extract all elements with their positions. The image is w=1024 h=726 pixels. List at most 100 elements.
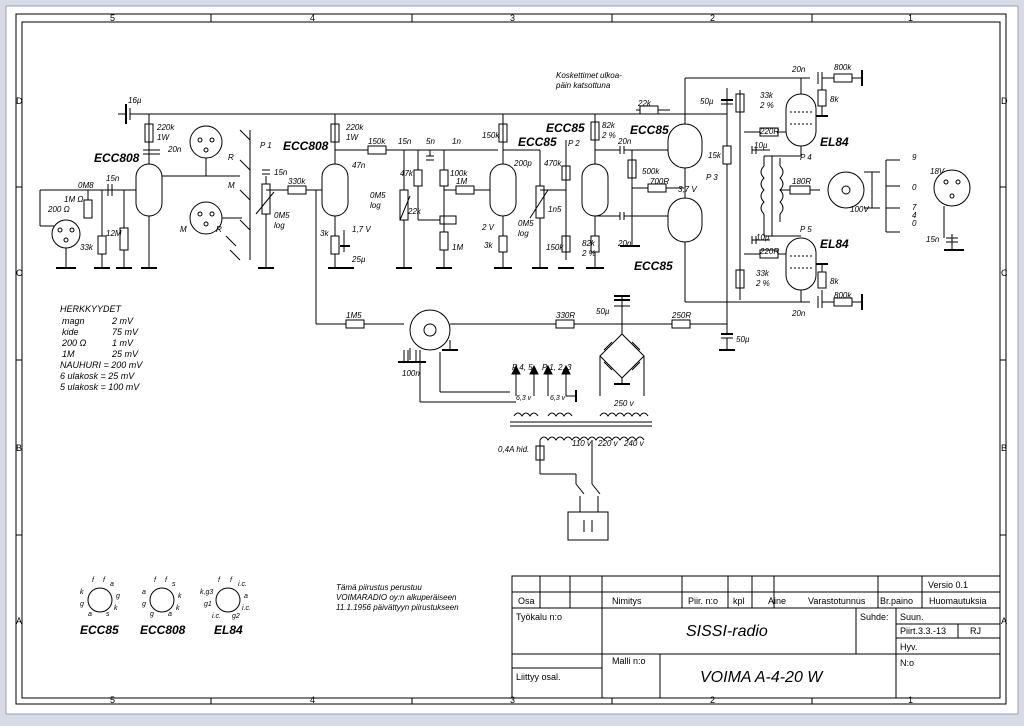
label-r220k-b: 220k [345,123,364,132]
label-v18: 18V [930,167,945,176]
col-bottom-4: 4 [310,695,315,705]
label-c200p: 200p [513,159,532,168]
row-right-b: B [1001,443,1007,453]
title-head-row: Osa Nimitys Piir. n:o kpl Aine Varastotu… [518,596,987,606]
label-r150k-c: 150k [546,243,564,252]
label-pct2-bot: 2 % [755,279,770,288]
label-p1: P 1 [260,141,272,150]
row-right-d: D [1001,96,1008,106]
pin-el84-3: i.c. [238,581,247,588]
pin-ecc808-5: k [178,593,182,600]
label-r22k-b: 22k [637,99,652,108]
label-r470k: 470k [544,159,562,168]
label-r15k: 15k [708,151,722,160]
label-r2: R [216,225,222,234]
label-fuse: 0,4A hid. [498,445,529,454]
col-bottom-2: 2 [710,695,715,705]
row-left-d: D [16,96,23,106]
title-product: SISSI-radio [686,623,768,640]
label-c15n-b: 15n [398,137,412,146]
pin-el84-4: k,g3 [200,589,213,596]
head-kpl: kpl [733,596,745,606]
title-piirt: Piirt.3.3.-13 [900,626,946,636]
label-r150k-b: 150k [482,131,500,140]
label-r0m5-a: 0M5 [274,211,290,220]
label-v250: 250 v [613,399,635,408]
label-c50u-c: 50µ [736,335,750,344]
pinout-ecc85-name: ECC85 [80,623,119,637]
label-c15n-out: 15n [926,235,940,244]
title-tool: Työkalu n:o [516,612,562,622]
col-bottom-3: 3 [510,695,515,705]
col-top-5: 5 [110,13,115,23]
label-el84-bot: EL84 [820,237,849,251]
label-c16u: 16µ [128,96,142,105]
label-v37: 3,7 V [678,185,697,194]
pin-el84-2: f [230,577,233,584]
label-p5: P 5 [800,225,812,234]
label-r0m5-c: 0M5 [518,219,534,228]
label-r150k-a: 150k [368,137,386,146]
label-r33k-bot: 33k [756,269,770,278]
label-r22k-a: 22k [407,207,422,216]
pin-el84-6: g1 [204,601,212,608]
sens-row-3-key: 200 Ω [61,338,87,348]
pin-ecc808-6: g [142,601,146,608]
footnote-line-1: Tämä piirustus perustuu [336,583,422,592]
label-r3k-b: 3k [484,241,493,250]
row-left-a: A [16,616,22,626]
label-r1w-b: 1W [346,133,359,142]
label-r1m-b: 1M [456,177,467,186]
sens-row-4-key: 1M [62,349,75,359]
title-rj: RJ [970,626,981,636]
sens-row-1-key: magn [62,316,85,326]
pinout-el84: EL84 f f i.c. k,g3 a g1 i.c. i.c. g2 [200,577,251,637]
label-r47k: 47k [400,169,414,178]
row-right-a: A [1001,616,1007,626]
col-top-3: 3 [510,13,515,23]
label-r0m8: 0M8 [78,181,94,190]
label-spk-0: 0 [912,183,917,192]
pin-el84-1: f [218,577,221,584]
label-ecc85-a: ECC85 [546,121,585,135]
label-r1m5: 1M5 [346,311,362,320]
drawing-frame [15,13,1007,705]
sens-row-1-val: 2 mV [111,316,134,326]
sensitivity-title: HERKKYYDET [60,304,123,314]
col-top-2: 2 [710,13,715,23]
label-r3k-a: 3k [320,229,329,238]
label-c1n: 1n [452,137,461,146]
pin-ecc85-6: g [80,601,84,608]
label-c15n-a: 15n [274,168,288,177]
label-ecc808-2: ECC808 [283,139,329,153]
label-ecc85-c: ECC85 [630,123,669,137]
label-spk-4: 4 [912,211,917,220]
pin-ecc85-1: f [92,577,95,584]
label-c10u-top: 10µ [754,141,768,150]
head-nimitys: Nimitys [612,596,642,606]
label-r: R [228,153,234,162]
pin-ecc85-5: g [116,593,120,600]
title-liittyy: Liittyy osal. [516,672,561,682]
row-right-c: C [1001,268,1008,278]
pin-ecc85-8: a [88,611,92,618]
head-piir-no: Piir. n:o [688,596,718,606]
pin-ecc808-8: g [150,611,154,618]
title-model: VOIMA A-4-20 W [700,669,824,686]
title-block: Versio 0.1 Osa Nimitys Piir. n:o kpl Ain… [511,575,1001,699]
footnote-line-3: 11.1.1956 päivättyyn piirustukseen [336,603,459,612]
col-bottom-5: 5 [110,695,115,705]
label-m: M [228,181,235,190]
label-c1n5: 1n5 [548,205,562,214]
col-top-4: 4 [310,13,315,23]
label-p123: P 1, 2, 3 [542,363,572,372]
pin-ecc85-4: k [80,589,84,596]
pin-ecc85-3: a [110,581,114,588]
label-r0m5-b: 0M5 [370,191,386,200]
sens-row-2-key: kide [62,327,79,337]
label-r1m-c: 1M [452,243,463,252]
label-log-c: log [518,229,529,238]
label-ecc85-b: ECC85 [518,135,557,149]
pinout-ecc808: ECC808 f f s a k g k g a [140,577,186,637]
